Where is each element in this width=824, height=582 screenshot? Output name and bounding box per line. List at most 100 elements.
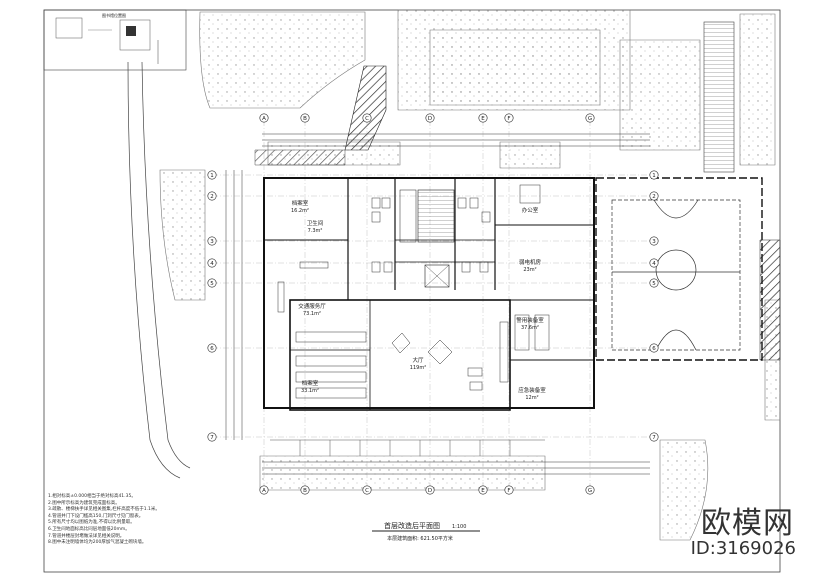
landscape-areas — [159, 9, 781, 541]
room-area: 73.1m² — [303, 311, 321, 317]
svg-text:B: B — [303, 116, 307, 122]
left-dimensions — [225, 170, 243, 440]
svg-text:D: D — [428, 488, 432, 494]
note-line: 3.疏散、楼梯扶手详见相关图集,栏杆高度不低于1.1米。 — [48, 507, 160, 513]
room-area: 37.6m² — [521, 325, 539, 331]
exterior-stair — [703, 21, 735, 173]
note-line: 7.管道井楼层封堵做法详见相关说明。 — [48, 533, 125, 539]
basketball-court — [611, 199, 741, 351]
retaining-wall — [344, 65, 387, 151]
grid-bubble-left-2: 2 — [207, 191, 217, 201]
grid-bubble-right-5: 5 — [649, 278, 659, 288]
note-line: 5.所有尺寸均以图纸为准,不得以比例量取。 — [48, 520, 135, 526]
svg-text:6: 6 — [210, 346, 214, 352]
room-labels: 档案室16.2m²卫生间7.3m²交通服务厅73.1m²档案室33.1m²大厅1… — [291, 199, 546, 401]
grid-bubble-top-E: E — [478, 113, 488, 123]
curved-path — [127, 40, 191, 479]
svg-text:G: G — [588, 488, 592, 494]
svg-text:7: 7 — [210, 435, 214, 441]
svg-text:4: 4 — [210, 261, 214, 267]
note-line: 1.相对标高±0.000相当于绝对标高41.35。 — [48, 494, 136, 499]
svg-text:7: 7 — [652, 435, 656, 441]
room-area: 119m² — [410, 365, 426, 371]
note-line: 4.管道井门下设门槛高150,门洞尺寸见门窗表。 — [48, 513, 144, 519]
room-name: 办公室 — [522, 206, 539, 214]
grid-bubble-left-3: 3 — [207, 236, 217, 246]
svg-text:4: 4 — [652, 261, 656, 267]
room-name: 应急装备室 — [518, 386, 546, 394]
row-grid-bubbles: 1 1 2 2 3 3 4 4 5 5 6 6 7 7 — [207, 170, 659, 442]
room-area: 7.3m² — [308, 228, 323, 234]
svg-text:F: F — [507, 488, 510, 494]
toilet-fixtures — [371, 197, 491, 273]
grid-bubble-left-6: 6 — [207, 343, 217, 353]
grid-bubble-right-7: 7 — [649, 432, 659, 442]
grid-bubble-left-5: 5 — [207, 278, 217, 288]
top-wall-hatch — [254, 149, 346, 166]
grid-bubble-bottom-G: G — [585, 485, 595, 495]
top-dimensions — [262, 133, 650, 475]
svg-text:1: 1 — [652, 173, 656, 179]
grid-bubble-bottom-C: C — [362, 485, 372, 495]
room-name: 交通服务厅 — [298, 302, 326, 310]
drawing-area-note: 本层建筑面积: 621.50平方米 — [387, 535, 453, 542]
svg-text:A: A — [262, 488, 266, 494]
key-plan-title: 图书馆位置图 — [102, 12, 126, 18]
column-grid-bubbles: A A B B C C D D E E F F G G — [259, 113, 595, 495]
room-name: 大厅 — [412, 356, 424, 364]
room-name: 档案室 — [302, 379, 319, 387]
note-line: 2.图中所示标高为建筑完成面标高。 — [48, 500, 120, 506]
svg-text:F: F — [507, 116, 510, 122]
room-area: 23m² — [523, 267, 536, 273]
grid-bubble-right-4: 4 — [649, 258, 659, 268]
svg-text:3: 3 — [210, 239, 214, 245]
drawing-scale: 1:100 — [452, 524, 466, 530]
grid-bubble-right-3: 3 — [649, 236, 659, 246]
svg-text:A: A — [262, 116, 266, 122]
grid-bubble-right-2: 2 — [649, 191, 659, 201]
grid-bubble-top-G: G — [585, 113, 595, 123]
room-name: 卫生间 — [307, 219, 324, 227]
watermark-id: ID:3169026 — [690, 538, 796, 559]
note-line: 6.卫生间地面标高比同层地面低20mm。 — [48, 526, 130, 532]
general-notes: 1.相对标高±0.000相当于绝对标高41.35。 2.图中所示标高为建筑完成面… — [48, 494, 348, 547]
svg-text:5: 5 — [210, 281, 214, 287]
svg-text:1: 1 — [210, 173, 214, 179]
svg-text:G: G — [588, 116, 592, 122]
furniture — [277, 184, 550, 399]
grid-bubble-top-D: D — [425, 113, 435, 123]
side-wall-hatch — [759, 239, 781, 361]
room-name: 警用装备室 — [516, 316, 544, 324]
svg-text:6: 6 — [652, 346, 656, 352]
room-name: 弱电机房 — [519, 258, 542, 266]
drawing-title-block: 首层改造后平面图 1:100 本层建筑面积: 621.50平方米 图书馆位置图 — [102, 12, 480, 542]
stair-core — [399, 189, 455, 288]
building-walls — [263, 177, 595, 411]
svg-text:2: 2 — [210, 194, 214, 200]
svg-text:3: 3 — [652, 239, 656, 245]
watermark-brand: 欧模网 — [701, 506, 794, 541]
grid-bubble-top-F: F — [504, 113, 514, 123]
grid-bubble-left-4: 4 — [207, 258, 217, 268]
grid-bubble-top-C: C — [362, 113, 372, 123]
room-area: 16.2m² — [291, 208, 309, 214]
room-name: 档案室 — [292, 199, 309, 207]
svg-text:C: C — [365, 488, 369, 494]
grid-bubble-right-6: 6 — [649, 343, 659, 353]
court-boundary — [595, 177, 763, 361]
grid-bubble-bottom-E: E — [478, 485, 488, 495]
svg-text:E: E — [481, 116, 485, 122]
svg-text:B: B — [303, 488, 307, 494]
drawing-title-text: 首层改造后平面图 — [384, 521, 440, 530]
parking-stalls — [270, 439, 545, 456]
svg-text:2: 2 — [652, 194, 656, 200]
grid-bubble-bottom-A: A — [259, 485, 269, 495]
grid-bubble-bottom-F: F — [504, 485, 514, 495]
grid-bubble-top-A: A — [259, 113, 269, 123]
svg-text:E: E — [481, 488, 485, 494]
room-area: 33.1m² — [301, 388, 319, 394]
svg-text:5: 5 — [652, 281, 656, 287]
note-line: 8.图中未注明墙体均为200厚加气混凝土砌块墙。 — [48, 540, 147, 546]
grid-bubble-left-1: 1 — [207, 170, 217, 180]
